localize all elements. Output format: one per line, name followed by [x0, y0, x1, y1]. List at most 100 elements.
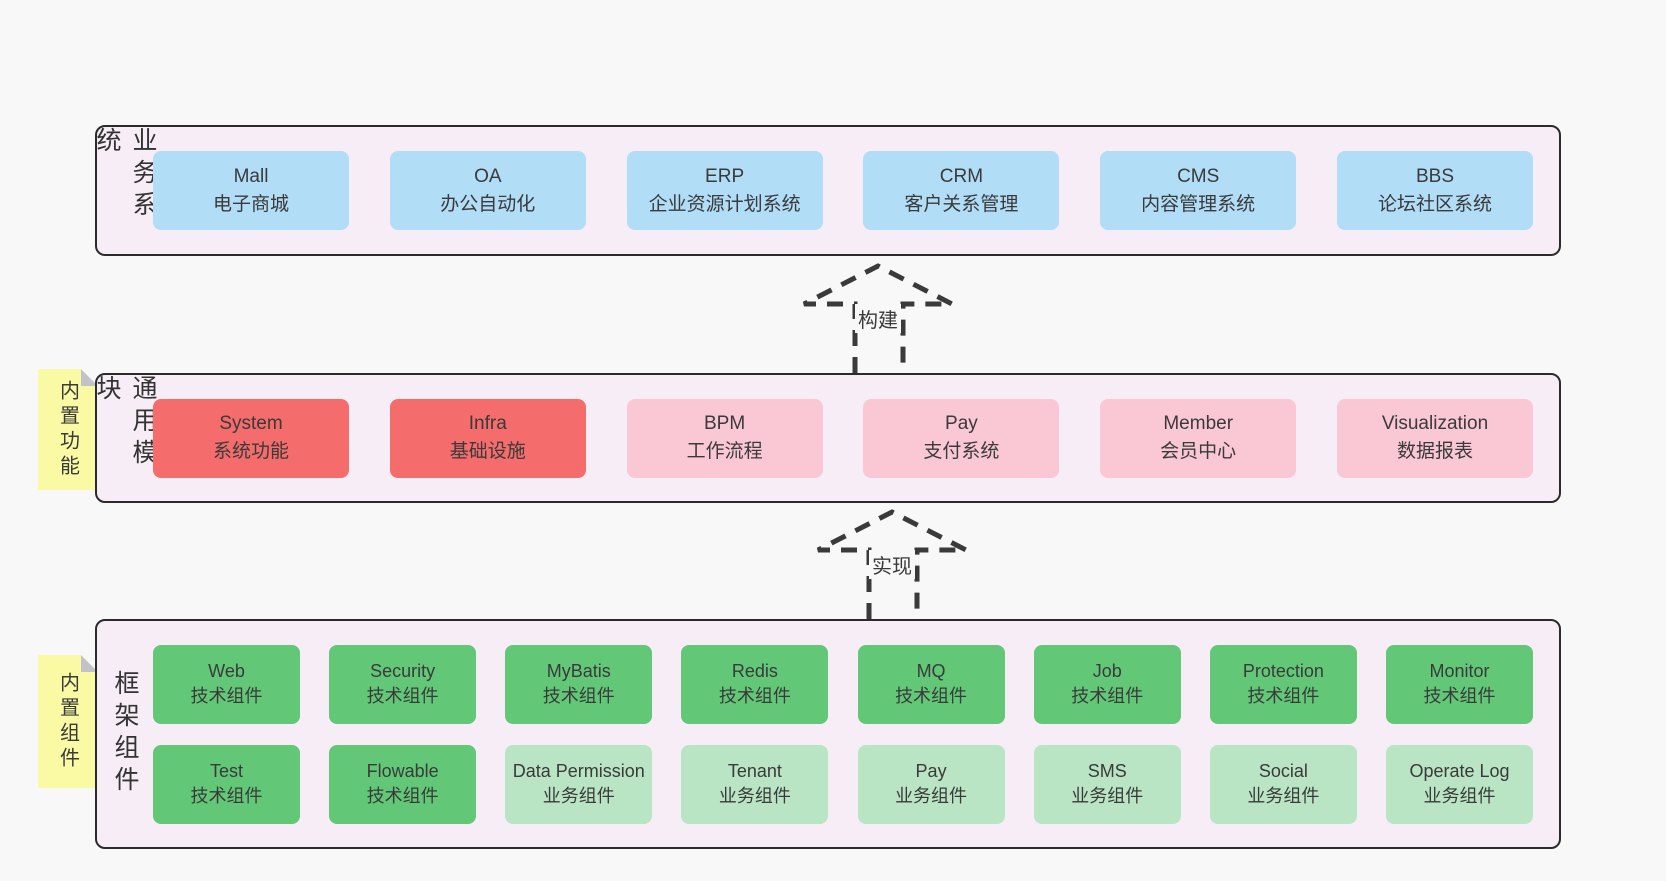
component-box-sms: SMS 业务组件 — [1033, 744, 1181, 824]
layer-label-text: 框架组件 — [111, 670, 139, 798]
component-subtitle: 客户关系管理 — [904, 193, 1019, 215]
component-box-data-permission: Data Permission 业务组件 — [505, 744, 653, 824]
component-subtitle: 技术组件 — [1423, 686, 1496, 706]
component-title: Mall — [233, 165, 269, 187]
layer-label-text: 业务系统 — [93, 127, 157, 223]
component-title: Web — [208, 661, 245, 681]
component-title: BBS — [1415, 165, 1454, 187]
component-box-web: Web 技术组件 — [153, 644, 300, 724]
component-title: Data Permission — [512, 761, 645, 781]
component-subtitle: 电子商城 — [212, 193, 289, 215]
component-title: ERP — [705, 165, 745, 187]
component-box-cms: CMS 内容管理系统 — [1100, 151, 1297, 230]
component-box-test: Test 技术组件 — [153, 744, 300, 824]
component-subtitle: 技术组件 — [1071, 686, 1144, 706]
component-box-system: System 系统功能 — [153, 398, 349, 478]
component-title: Pay — [945, 413, 978, 434]
arrow-implement-label: 实现 — [869, 550, 915, 579]
component-subtitle: 业务组件 — [542, 786, 615, 806]
component-box-crm: CRM 客户关系管理 — [863, 151, 1060, 230]
component-title: SMS — [1087, 761, 1127, 781]
component-subtitle: 支付系统 — [923, 441, 1000, 462]
component-title: MyBatis — [546, 661, 611, 681]
component-title: OA — [474, 165, 502, 187]
component-box-redis: Redis 技术组件 — [681, 644, 829, 724]
component-box-security: Security 技术组件 — [329, 644, 477, 724]
component-title: Monitor — [1429, 661, 1490, 681]
component-title: CMS — [1177, 165, 1220, 187]
layer-rows: System 系统功能 Infra 基础设施 BPM 工作流程 Pay 支付系统 Member 会… — [153, 375, 1559, 501]
layer-label-business-systems: 业务系统 — [93, 127, 157, 254]
component-subtitle: 内容管理系统 — [1141, 193, 1256, 215]
component-subtitle: 业务组件 — [1247, 786, 1320, 806]
layer-common-modules: 通用模块 System 系统功能 Infra 基础设施 BPM 工作流程 Pay 支付系统 Me… — [93, 373, 1561, 503]
component-box-member: Member 会员中心 — [1100, 398, 1297, 478]
component-title: Redis — [731, 661, 778, 681]
component-subtitle: 业务组件 — [1423, 786, 1496, 806]
component-box-mall: Mall 电子商城 — [153, 151, 349, 230]
component-row: System 系统功能 Infra 基础设施 BPM 工作流程 Pay 支付系统 Member 会… — [153, 398, 1533, 478]
component-title: Member — [1163, 413, 1234, 434]
component-title: Infra — [468, 413, 507, 434]
component-box-infra: Infra 基础设施 — [389, 398, 586, 478]
component-subtitle: 技术组件 — [542, 686, 615, 706]
component-title: Social — [1258, 761, 1308, 781]
component-subtitle: 工作流程 — [686, 441, 763, 462]
layer-label-common-modules: 通用模块 — [93, 375, 157, 501]
component-subtitle: 办公自动化 — [440, 193, 536, 215]
component-box-social: Social 业务组件 — [1209, 744, 1357, 824]
layer-label-text: 通用模块 — [93, 375, 157, 471]
component-title: Security — [370, 661, 436, 681]
layer-business-systems: 业务系统 Mall 电子商城 OA 办公自动化 ERP 企业资源计划系统 CRM 客户关系管理… — [93, 125, 1561, 256]
component-box-job: Job 技术组件 — [1033, 644, 1181, 724]
sticky-note-built-in-features: 内置功能 — [38, 369, 98, 490]
component-title: BPM — [704, 413, 746, 434]
component-box-pay: Pay 支付系统 — [863, 398, 1060, 478]
component-title: Job — [1092, 661, 1122, 681]
component-subtitle: 业务组件 — [1071, 786, 1144, 806]
component-title: System — [219, 413, 283, 434]
component-title: Protection — [1242, 661, 1324, 681]
component-box-protection: Protection 技术组件 — [1209, 644, 1357, 724]
component-subtitle: 业务组件 — [718, 786, 791, 806]
arrow-build: 构建 — [800, 261, 956, 373]
component-box-mybatis: MyBatis 技术组件 — [505, 644, 653, 724]
component-box-monitor: Monitor 技术组件 — [1385, 644, 1533, 724]
component-box-oa: OA 办公自动化 — [389, 151, 586, 230]
sticky-note-text: 内置功能 — [56, 379, 79, 480]
component-subtitle: 企业资源计划系统 — [648, 193, 801, 215]
component-subtitle: 会员中心 — [1160, 441, 1237, 462]
component-subtitle: 技术组件 — [1247, 686, 1320, 706]
component-subtitle: 技术组件 — [718, 686, 791, 706]
component-title: Flowable — [366, 761, 439, 781]
arrow-build-label: 构建 — [855, 304, 901, 333]
component-subtitle: 基础设施 — [449, 441, 526, 462]
component-box-bbs: BBS 论坛社区系统 — [1336, 151, 1533, 230]
sticky-note-built-in-components: 内置组件 — [38, 655, 98, 788]
component-subtitle: 技术组件 — [190, 686, 263, 706]
component-box-bpm: BPM 工作流程 — [626, 398, 823, 478]
sticky-note-text: 内置组件 — [56, 671, 79, 772]
component-subtitle: 技术组件 — [366, 686, 439, 706]
component-subtitle: 数据报表 — [1396, 441, 1473, 462]
component-subtitle: 技术组件 — [190, 786, 263, 806]
component-box-flowable: Flowable 技术组件 — [329, 744, 477, 824]
component-subtitle: 业务组件 — [895, 786, 968, 806]
component-subtitle: 论坛社区系统 — [1377, 193, 1492, 215]
layer-label-framework-components: 框架组件 — [97, 621, 153, 847]
component-box-erp: ERP 企业资源计划系统 — [626, 151, 823, 230]
component-subtitle: 系统功能 — [212, 441, 289, 462]
arrow-implement: 实现 — [814, 507, 970, 619]
component-subtitle: 技术组件 — [366, 786, 439, 806]
component-title: CRM — [939, 165, 984, 187]
component-title: Test — [209, 761, 243, 781]
